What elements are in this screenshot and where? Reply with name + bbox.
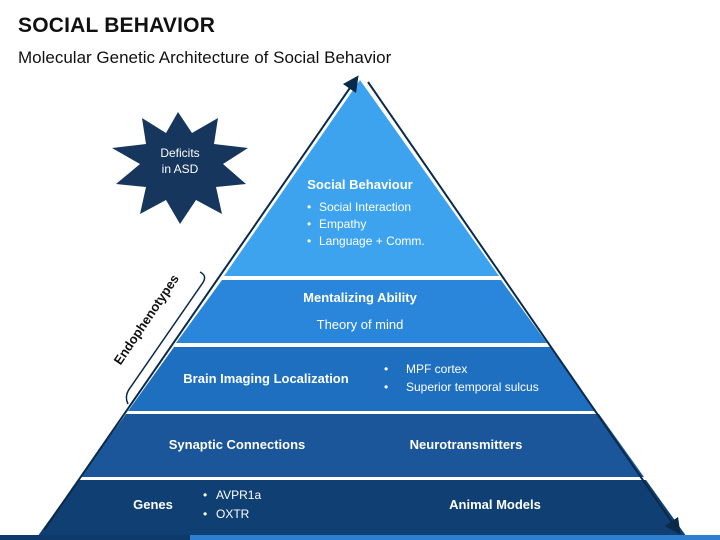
- left-side-arrow: [43, 75, 359, 531]
- slide-subtitle: Molecular Genetic Architecture of Social…: [18, 48, 392, 67]
- tier-social-behaviour: [224, 80, 499, 276]
- tier-genes: [35, 480, 689, 540]
- tier1-bullet-3: Language + Comm.: [319, 234, 425, 248]
- tier1-heading: Social Behaviour: [307, 177, 412, 192]
- slide-title: SOCIAL BEHAVIOR: [18, 14, 216, 37]
- tier3-heading: Brain Imaging Localization: [183, 371, 348, 386]
- tier5-bullet-dot-2: •: [203, 507, 207, 521]
- tier1-bullet-dot-3: •: [307, 234, 311, 248]
- tier3-bullet-dot-1: •: [384, 362, 388, 376]
- tier-synaptic: [80, 414, 644, 477]
- callout-line2: in ASD: [162, 162, 199, 176]
- endophenotypes-bracket: [125, 271, 206, 405]
- tier2-text: Theory of mind: [317, 317, 404, 332]
- tier5-bullet-2: OXTR: [216, 507, 250, 521]
- tier1-bullet-2: Empathy: [319, 217, 366, 231]
- tier3-bullet-2: Superior temporal sulcus: [406, 380, 539, 394]
- tier3-bullet-1: MPF cortex: [406, 362, 467, 376]
- tier-brain-imaging: [128, 347, 596, 411]
- callout-line1: Deficits: [160, 146, 199, 160]
- starburst-shape: [112, 112, 248, 224]
- footer-color-bar: [0, 535, 720, 540]
- tier2-heading: Mentalizing Ability: [303, 290, 417, 305]
- right-side-arrow: [367, 81, 681, 535]
- tier4-left: Synaptic Connections: [169, 437, 306, 452]
- tier-mentalizing: [176, 280, 547, 343]
- tier1-bullet-dot-2: •: [307, 217, 311, 231]
- tier4-right: Neurotransmitters: [410, 437, 523, 452]
- footer-bar-light: [190, 535, 720, 540]
- tier5-bullet-1: AVPR1a: [216, 488, 261, 502]
- tier1-bullet-1: Social Interaction: [319, 200, 411, 214]
- tier5-right: Animal Models: [449, 497, 541, 512]
- tier3-bullet-dot-2: •: [384, 380, 388, 394]
- tier1-bullet-dot-1: •: [307, 200, 311, 214]
- tier5-left: Genes: [133, 497, 173, 512]
- tier5-bullet-dot-1: •: [203, 488, 207, 502]
- footer-bar-dark: [0, 535, 190, 540]
